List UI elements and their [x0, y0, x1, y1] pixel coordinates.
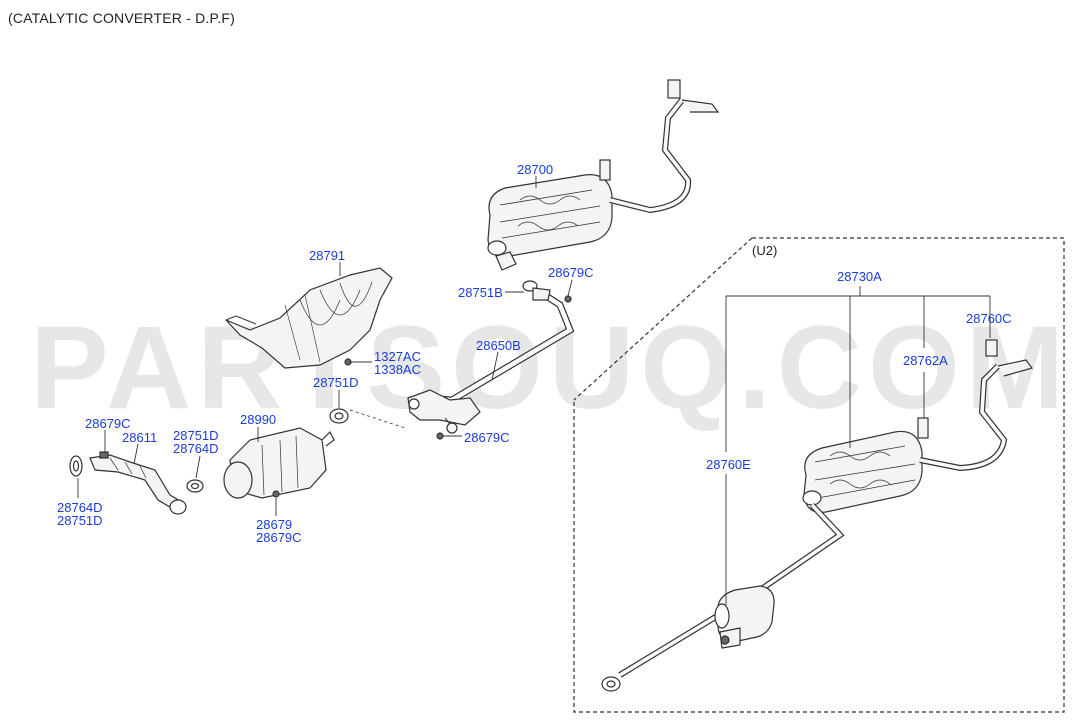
part-link-28650B[interactable]: 28650B [476, 338, 521, 353]
part-link-28611[interactable]: 28611 [122, 430, 158, 445]
part-link-28751D-bottom[interactable]: 28751D [57, 513, 103, 528]
part-link-1338AC[interactable]: 1338AC [374, 362, 421, 377]
part-link-28762A[interactable]: 28762A [903, 353, 948, 368]
part-link-28679C-mid[interactable]: 28679C [464, 430, 510, 445]
part-link-28730A[interactable]: 28730A [837, 269, 882, 284]
part-link-28679C-bottom[interactable]: 28679C [256, 530, 302, 545]
part-link-28751B[interactable]: 28751B [458, 285, 503, 300]
gasket-28751D-left [186, 479, 204, 493]
u2-muffler-28730A [601, 339, 1034, 692]
part-link-28764D-bottom[interactable]: 28764D [57, 500, 103, 515]
part-link-1327AC[interactable]: 1327AC [374, 349, 421, 364]
part-link-28679[interactable]: 28679 [256, 517, 293, 532]
option-box-outline [573, 237, 1065, 713]
part-link-28760C[interactable]: 28760C [966, 311, 1012, 326]
page-title: (CATALYTIC CONVERTER - D.P.F) [8, 10, 235, 26]
gasket-28764D-left [69, 455, 83, 477]
nut-28679C-top [564, 295, 572, 303]
part-link-28700[interactable]: 28700 [517, 162, 554, 177]
center-pipe-28650B [407, 287, 575, 434]
heat-shield-28791 [225, 267, 393, 369]
dpf-28990 [223, 427, 335, 499]
option-label-u2: (U2) [752, 243, 778, 258]
part-link-28679C-top[interactable]: 28679C [548, 265, 594, 280]
part-link-28679C-left[interactable]: 28679C [85, 416, 131, 431]
part-link-28751D-left[interactable]: 28751D [173, 428, 219, 443]
part-link-28764D-left[interactable]: 28764D [173, 441, 219, 456]
front-pipe-28611 [89, 451, 187, 515]
rear-muffler-28700 [487, 79, 720, 271]
option-box-lead [573, 237, 753, 401]
gasket-28751D-mid [329, 408, 349, 424]
part-link-28791[interactable]: 28791 [309, 248, 346, 263]
part-link-28990[interactable]: 28990 [240, 412, 277, 427]
part-link-28751D-mid[interactable]: 28751D [313, 375, 359, 390]
part-link-28760E[interactable]: 28760E [706, 457, 751, 472]
